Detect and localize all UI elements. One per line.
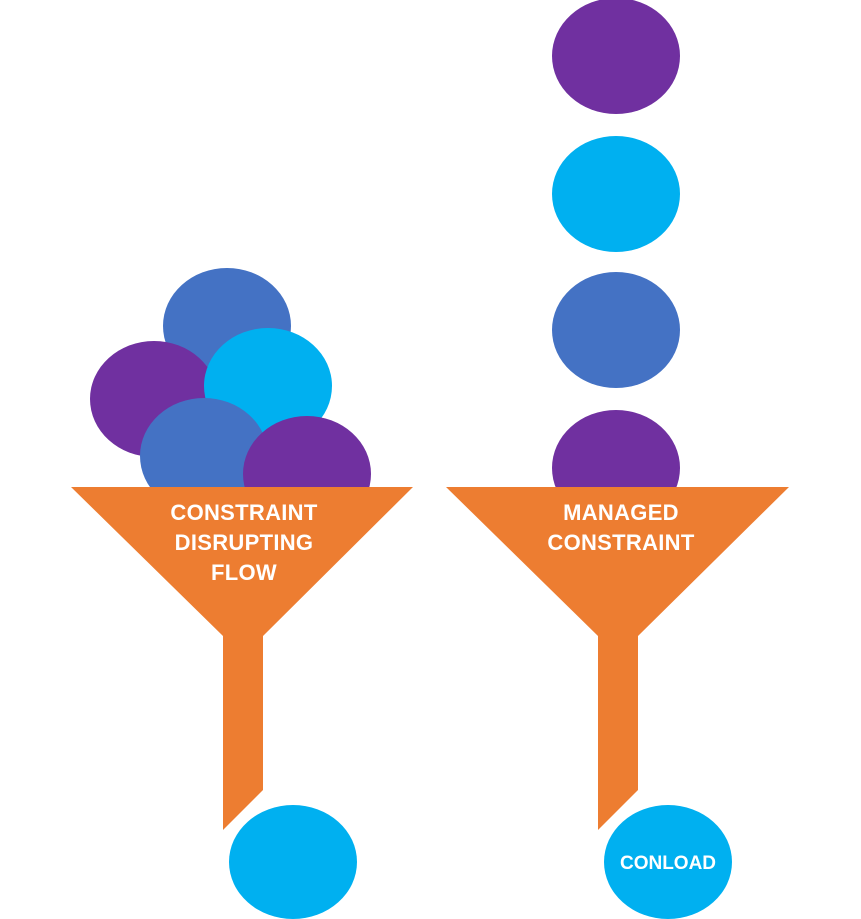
right-funnel-label-line-2: CONSTRAINT bbox=[547, 530, 694, 555]
right-funnel: MANAGED CONSTRAINT bbox=[446, 487, 789, 830]
left-funnel-label-line-2: DISRUPTING bbox=[175, 530, 314, 555]
right-queue-ball-2 bbox=[552, 136, 680, 252]
right-funnel-label-line-1: MANAGED bbox=[563, 500, 679, 525]
right-output-ball-label: CONLOAD bbox=[620, 853, 716, 874]
right-queue-ball-1 bbox=[552, 0, 680, 114]
right-output-ball-group: CONLOAD bbox=[604, 805, 732, 919]
right-queue-ball-3 bbox=[552, 272, 680, 388]
left-funnel-shape bbox=[71, 487, 413, 830]
right-output-ball bbox=[604, 805, 732, 919]
left-ball-pile bbox=[90, 268, 371, 532]
right-ball-queue bbox=[552, 0, 680, 526]
left-pile-ball-4 bbox=[140, 398, 268, 514]
left-output-ball bbox=[229, 805, 357, 919]
left-funnel-label-line-1: CONSTRAINT bbox=[170, 500, 317, 525]
left-funnel: CONSTRAINT DISRUPTING FLOW bbox=[71, 487, 413, 830]
left-funnel-label-line-3: FLOW bbox=[211, 560, 277, 585]
right-funnel-shape bbox=[446, 487, 789, 830]
